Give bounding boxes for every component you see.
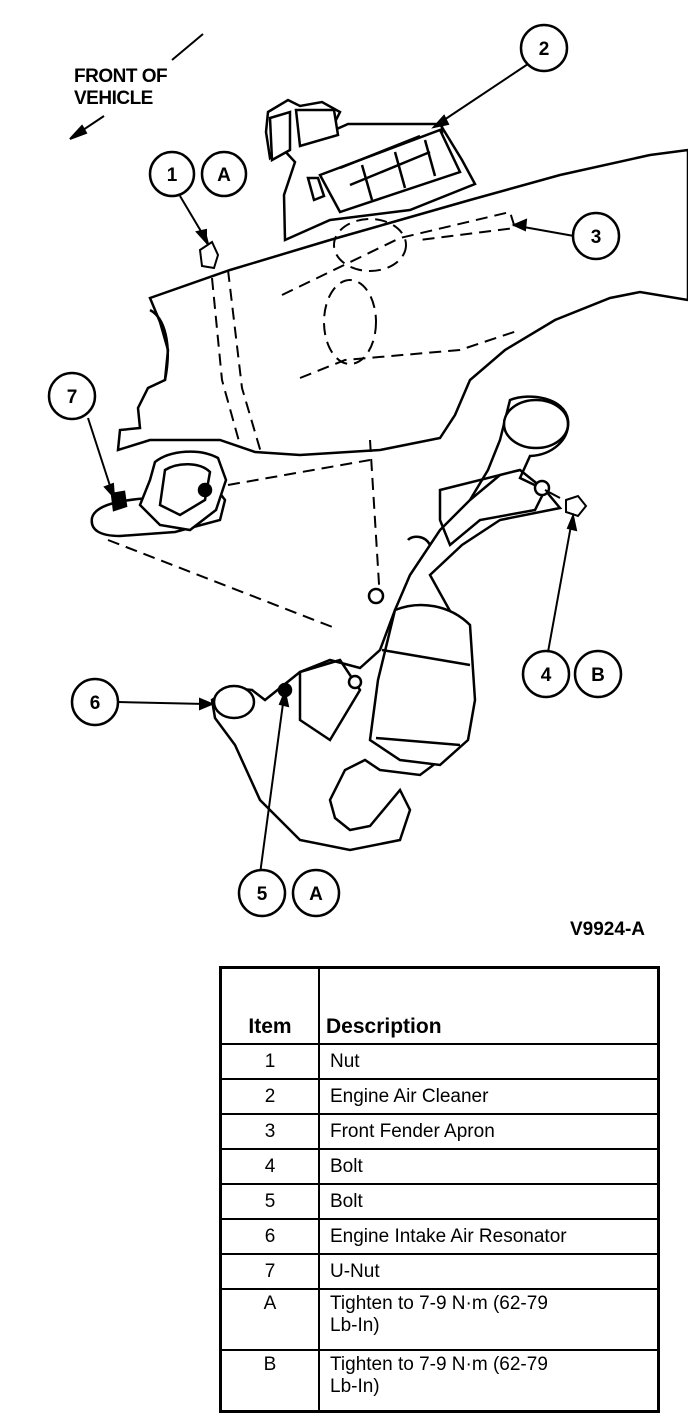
callout-1-text: 1	[167, 165, 178, 186]
table-row: 5 Bolt	[219, 1183, 660, 1220]
callout-4-text: 4	[541, 665, 552, 686]
item-cell: B	[219, 1349, 320, 1413]
table-row: 2 Engine Air Cleaner	[219, 1078, 660, 1115]
front-of-vehicle-label-line2: VEHICLE	[74, 88, 153, 109]
column-header-description: Description	[318, 966, 660, 1045]
description-cell: Engine Air Cleaner	[318, 1078, 660, 1115]
table-row: B Tighten to 7-9 N·m (62-79 Lb-In)	[219, 1349, 660, 1413]
table-header-row: Item Description	[219, 966, 660, 1045]
callout-5-text: 5	[257, 884, 268, 905]
item-cell: 1	[219, 1043, 320, 1080]
callout-4: 4	[521, 649, 571, 699]
callout-a-2: A	[291, 868, 341, 918]
front-of-vehicle-label-line1: FRONT OF	[74, 66, 167, 87]
parts-legend-table: Item Description 1 Nut 2 Engine Air Clea…	[219, 966, 660, 1413]
description-line-2: Lb-In)	[330, 1315, 380, 1336]
figure-id: V9924-A	[570, 919, 645, 940]
front-direction-arrow-icon	[69, 33, 204, 140]
nut-icon	[198, 235, 220, 270]
engine-air-cleaner	[264, 98, 477, 242]
description-cell: U-Nut	[318, 1253, 660, 1290]
table-row: 1 Nut	[219, 1043, 660, 1080]
description-line-1: Tighten to 7-9 N·m (62-79	[330, 1293, 548, 1314]
callout-7-text: 7	[67, 387, 78, 408]
description-cell: Tighten to 7-9 N·m (62-79 Lb-In)	[318, 1349, 660, 1413]
description-cell: Tighten to 7-9 N·m (62-79 Lb-In)	[318, 1288, 660, 1351]
callout-b: B	[573, 649, 623, 699]
item-cell: 7	[219, 1253, 320, 1290]
table-row: 4 Bolt	[219, 1148, 660, 1185]
intake-air-resonator-duct	[210, 395, 570, 852]
item-cell: A	[219, 1288, 320, 1351]
callout-a-1: A	[200, 150, 248, 198]
item-cell: 5	[219, 1183, 320, 1220]
callout-7: 7	[47, 371, 97, 421]
callout-6: 6	[70, 677, 120, 727]
description-cell: Engine Intake Air Resonator	[318, 1218, 660, 1255]
callout-b-text: B	[591, 665, 605, 686]
callout-5: 5	[237, 868, 287, 918]
description-cell: Front Fender Apron	[318, 1113, 660, 1150]
table-row: 7 U-Nut	[219, 1253, 660, 1290]
callout-a-2-text: A	[309, 884, 323, 905]
u-nut-bracket	[90, 450, 228, 538]
hidden-outline-lines	[107, 210, 521, 629]
callout-1: 1	[148, 150, 196, 198]
callout-a-1-text: A	[217, 165, 231, 186]
leader-lines	[87, 63, 578, 875]
description-cell: Bolt	[318, 1183, 660, 1220]
table-row: 6 Engine Intake Air Resonator	[219, 1218, 660, 1255]
exploded-parts-diagram: FRONT OF VEHICLE	[47, 23, 688, 940]
table-row: A Tighten to 7-9 N·m (62-79 Lb-In)	[219, 1288, 660, 1351]
item-cell: 3	[219, 1113, 320, 1150]
description-line-2: Lb-In)	[330, 1376, 380, 1397]
callout-3-text: 3	[591, 227, 602, 248]
front-fender-apron	[116, 148, 688, 457]
description-cell: Bolt	[318, 1148, 660, 1185]
description-cell: Nut	[318, 1043, 660, 1080]
table-row: 3 Front Fender Apron	[219, 1113, 660, 1150]
callout-6-text: 6	[90, 693, 101, 714]
callout-2-text: 2	[539, 39, 550, 60]
item-cell: 4	[219, 1148, 320, 1185]
column-header-item: Item	[219, 966, 320, 1045]
item-cell: 6	[219, 1218, 320, 1255]
callout-3: 3	[571, 211, 621, 261]
description-line-1: Tighten to 7-9 N·m (62-79	[330, 1354, 548, 1375]
bolt-icon	[544, 489, 588, 518]
item-cell: 2	[219, 1078, 320, 1115]
callout-2: 2	[519, 23, 569, 73]
